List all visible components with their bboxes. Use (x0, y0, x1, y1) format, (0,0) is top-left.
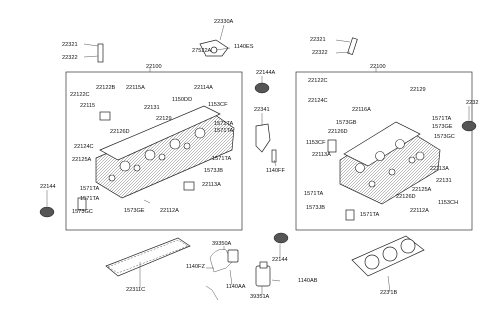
part-label-22124C-left: 22124C (74, 144, 94, 150)
part-label-22311B: 223'1B (380, 290, 398, 296)
part-label-1153CH: 1153CH (438, 200, 458, 206)
part-label-22126D-right-2: 22126D (396, 194, 416, 200)
part-labels: 22321 22322 22330A 27522A 1140ES 22100 22321 22… (40, 19, 478, 300)
top-bracket (199, 39, 229, 57)
part-label-22144-center: 22144 (272, 257, 288, 263)
sensor-bracket (255, 261, 271, 287)
part-label-22124C-right: 22124C (308, 98, 328, 104)
part-label-22100-left: 22100 (146, 64, 162, 70)
part-label-22129-right: 22129 (410, 87, 426, 93)
left-head-gasket (105, 237, 191, 277)
left-cap (99, 111, 111, 121)
part-label-22125A-right: 22125A (412, 187, 432, 193)
part-label-27522A: 27522A (192, 48, 212, 54)
part-label-1140ES: 1140ES (234, 44, 254, 50)
part-label-1571TA-right-1: 1571TA (432, 116, 451, 122)
part-label-1140AA: 1140AA (226, 284, 246, 290)
part-label-22311C: 22311C (126, 287, 145, 293)
part-label-22321-top-left: 22321 (62, 42, 78, 48)
left-seal (183, 181, 195, 191)
part-label-1140AB: 1140AB (298, 278, 318, 284)
part-label-22125A-left: 22125A (72, 157, 92, 163)
part-label-22131-left: 22131 (144, 105, 160, 111)
part-label-22126D-right: 22126D (328, 129, 348, 135)
part-label-22115A: 22115A (126, 85, 145, 91)
part-label-22122C-right: 22122C (308, 78, 328, 84)
part-label-22144-left: 22144 (40, 184, 56, 190)
part-label-22112A-right: 22112A (410, 208, 429, 214)
part-label-22100-right: 22100 (370, 64, 386, 70)
right-cylinder-head (339, 121, 441, 205)
left-small-part (77, 197, 87, 211)
part-label-22330A: 22330A (214, 19, 234, 25)
part-label-22122C: 22122C (70, 92, 90, 98)
part-label-2232-edge: 2232 (466, 100, 478, 106)
part-label-1573GE-right: 1573GE (432, 124, 453, 130)
part-label-1140FZ: 1140FZ (186, 264, 205, 270)
part-label-1153CF-left: 1153CF (208, 102, 228, 108)
part-label-22321-top-right: 22321 (310, 37, 326, 43)
part-label-1571TA-left-1: 1571TA (214, 121, 233, 127)
part-label-22131-right: 22131 (436, 178, 452, 184)
part-label-22116A: 22116A (352, 107, 371, 113)
part-label-1573JB-left: 1573JB (204, 168, 223, 174)
plug-right (461, 120, 477, 132)
part-label-22322-top-right: 22322 (312, 50, 328, 56)
part-label-22114A-left: 22114A (194, 85, 213, 91)
part-label-1573GB: 1573GB (336, 120, 357, 126)
part-label-39351A: 39351A (250, 294, 270, 300)
part-label-1571TA-left-5: 1571TA (80, 196, 99, 202)
part-label-22115: 22115 (80, 103, 95, 109)
right-small-part (327, 139, 337, 153)
part-label-1573GC-right: 1573GC (434, 134, 455, 140)
cam-position-sensor (205, 249, 239, 301)
part-label-1150DD: 1150DD (172, 97, 192, 103)
left-head-group-frame (65, 71, 243, 231)
right-head-group-frame (295, 71, 473, 231)
part-label-22126D-left: 22126D (110, 129, 130, 135)
part-label-22144A: 22144A (256, 70, 276, 76)
right-head-gasket (351, 235, 425, 277)
right-small-part-2 (345, 209, 355, 221)
part-label-1573JB-right: 1573JB (306, 205, 325, 211)
leader-lines (46, 24, 470, 295)
part-label-22113A-right-1: 22113A (312, 152, 331, 158)
part-label-22113A-right-2: 22113A (430, 166, 449, 172)
part-label-39350A: 39350A (212, 241, 232, 247)
bolt-top-right (347, 37, 358, 55)
part-label-1573GC: 1573GC (72, 209, 93, 215)
part-label-22341: 22341 (254, 107, 270, 113)
part-label-22113A-left: 22113A (202, 182, 221, 188)
part-label-1571TA-left-3: 1571TA (212, 156, 231, 162)
center-bracket (255, 123, 271, 153)
bolt-top-left (97, 43, 104, 63)
left-cylinder-head (95, 105, 235, 199)
part-label-1573GE-left: 1573GE (124, 208, 145, 214)
part-label-22129-left: 22129 (156, 116, 172, 122)
part-label-1571TA-right-2: 1571TA (304, 191, 323, 197)
plug-lower (273, 232, 289, 244)
part-label-22322-top-left: 22322 (62, 55, 78, 61)
part-label-1140FF: 1140FF (266, 168, 285, 174)
part-label-22122B: 22122B (96, 85, 116, 91)
part-label-1571TA-right-3: 1571TA (360, 212, 379, 218)
part-label-1571TA-left-2: 1571TA (214, 128, 233, 134)
plug-center (254, 82, 270, 94)
part-label-22112A-left: 22112A (160, 208, 179, 214)
part-label-1571TA-left-4: 1571TA (80, 186, 99, 192)
plug-left (39, 206, 55, 218)
center-bolt (271, 149, 277, 163)
part-label-1153CF-right: 1153CF (306, 140, 326, 146)
